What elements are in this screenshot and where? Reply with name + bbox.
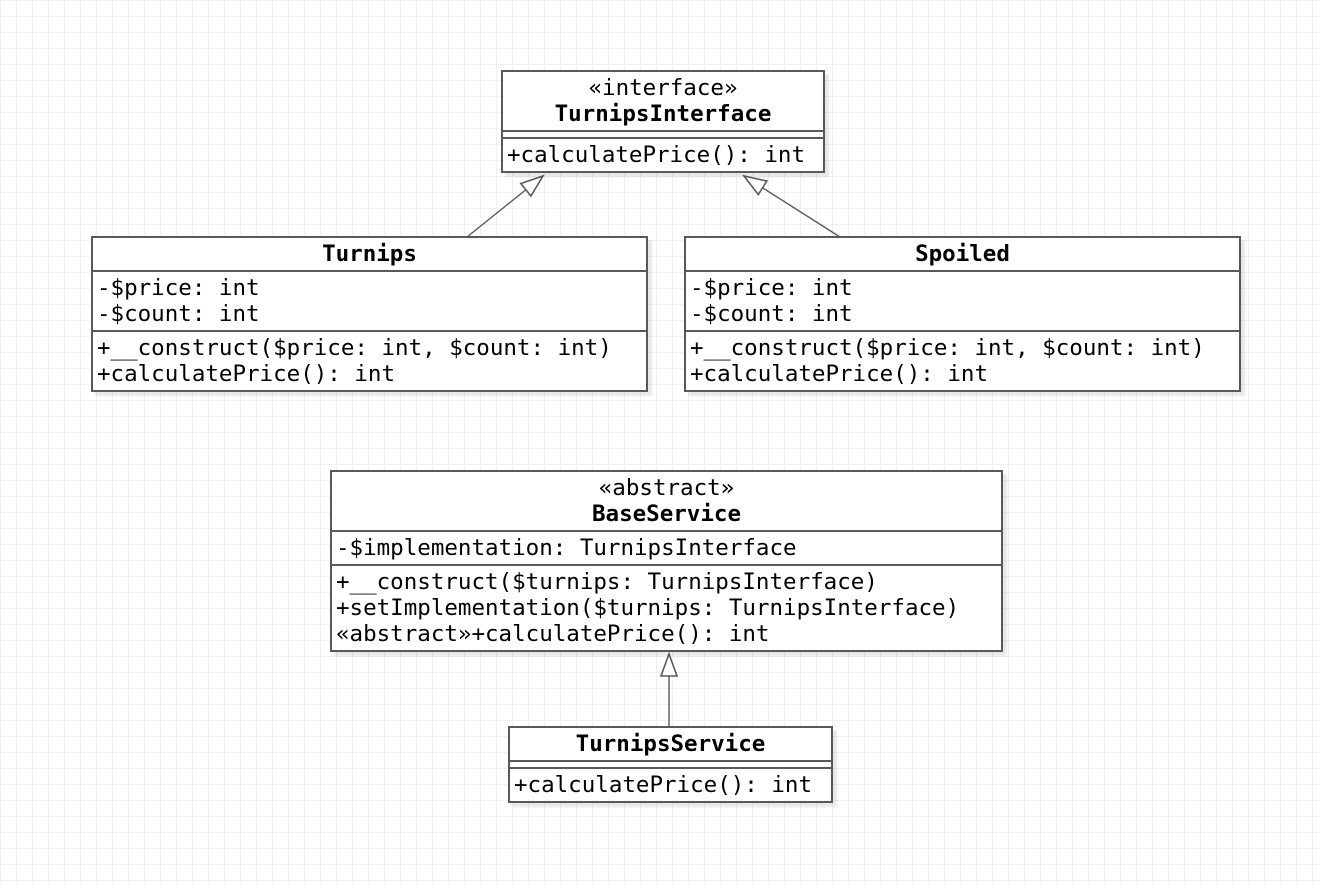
field: -$price: int bbox=[690, 275, 853, 301]
methods-compartment: +__construct($price: int, $count: int) +… bbox=[93, 330, 646, 390]
class-title-baseservice: «abstract» BaseService bbox=[332, 472, 1001, 530]
fields-compartment: -$price: int -$count: int bbox=[93, 270, 646, 330]
class-title-turnipsinterface: «interface» TurnipsInterface bbox=[503, 72, 823, 130]
class-name: Turnips bbox=[322, 241, 417, 267]
methods-compartment: +__construct($turnips: TurnipsInterface)… bbox=[332, 564, 1001, 650]
class-stereotype: «abstract» bbox=[598, 475, 735, 501]
method: +calculatePrice(): int bbox=[507, 142, 806, 168]
field: -$implementation: TurnipsInterface bbox=[336, 535, 797, 561]
method: +calculatePrice(): int bbox=[514, 772, 813, 798]
field: -$price: int bbox=[97, 275, 260, 301]
method: «abstract»+calculatePrice(): int bbox=[336, 621, 770, 647]
class-title-spoiled: Spoiled bbox=[686, 238, 1239, 270]
method: +calculatePrice(): int bbox=[97, 361, 396, 387]
methods-compartment: +__construct($price: int, $count: int) +… bbox=[686, 330, 1239, 390]
class-name: TurnipsInterface bbox=[554, 101, 772, 127]
fields-compartment: -$implementation: TurnipsInterface bbox=[332, 530, 1001, 564]
fields-compartment: -$price: int -$count: int bbox=[686, 270, 1239, 330]
class-box-spoiled[interactable]: Spoiled -$price: int -$count: int +__con… bbox=[684, 236, 1241, 392]
fields-compartment bbox=[510, 760, 831, 767]
class-name: TurnipsService bbox=[575, 731, 766, 757]
class-stereotype: «interface» bbox=[588, 75, 738, 101]
edge-turnips-implements-turnipsinterface[interactable] bbox=[466, 176, 543, 238]
method: +__construct($price: int, $count: int) bbox=[690, 335, 1205, 361]
class-box-turnipsservice[interactable]: TurnipsService +calculatePrice(): int bbox=[508, 726, 833, 803]
methods-compartment: +calculatePrice(): int bbox=[503, 137, 823, 171]
method: +__construct($turnips: TurnipsInterface) bbox=[336, 569, 878, 595]
method: +setImplementation($turnips: TurnipsInte… bbox=[336, 595, 960, 621]
class-box-baseservice[interactable]: «abstract» BaseService -$implementation:… bbox=[330, 470, 1003, 652]
edge-spoiled-implements-turnipsinterface[interactable] bbox=[744, 176, 841, 238]
class-box-turnips[interactable]: Turnips -$price: int -$count: int +__con… bbox=[91, 236, 648, 392]
method: +calculatePrice(): int bbox=[690, 361, 989, 387]
class-title-turnips: Turnips bbox=[93, 238, 646, 270]
class-name: Spoiled bbox=[915, 241, 1010, 267]
class-name: BaseService bbox=[591, 501, 741, 527]
class-box-turnipsinterface[interactable]: «interface» TurnipsInterface +calculateP… bbox=[501, 70, 825, 173]
class-title-turnipsservice: TurnipsService bbox=[510, 728, 831, 760]
field: -$count: int bbox=[690, 301, 853, 327]
fields-compartment bbox=[503, 130, 823, 137]
methods-compartment: +calculatePrice(): int bbox=[510, 767, 831, 801]
method: +__construct($price: int, $count: int) bbox=[97, 335, 612, 361]
field: -$count: int bbox=[97, 301, 260, 327]
